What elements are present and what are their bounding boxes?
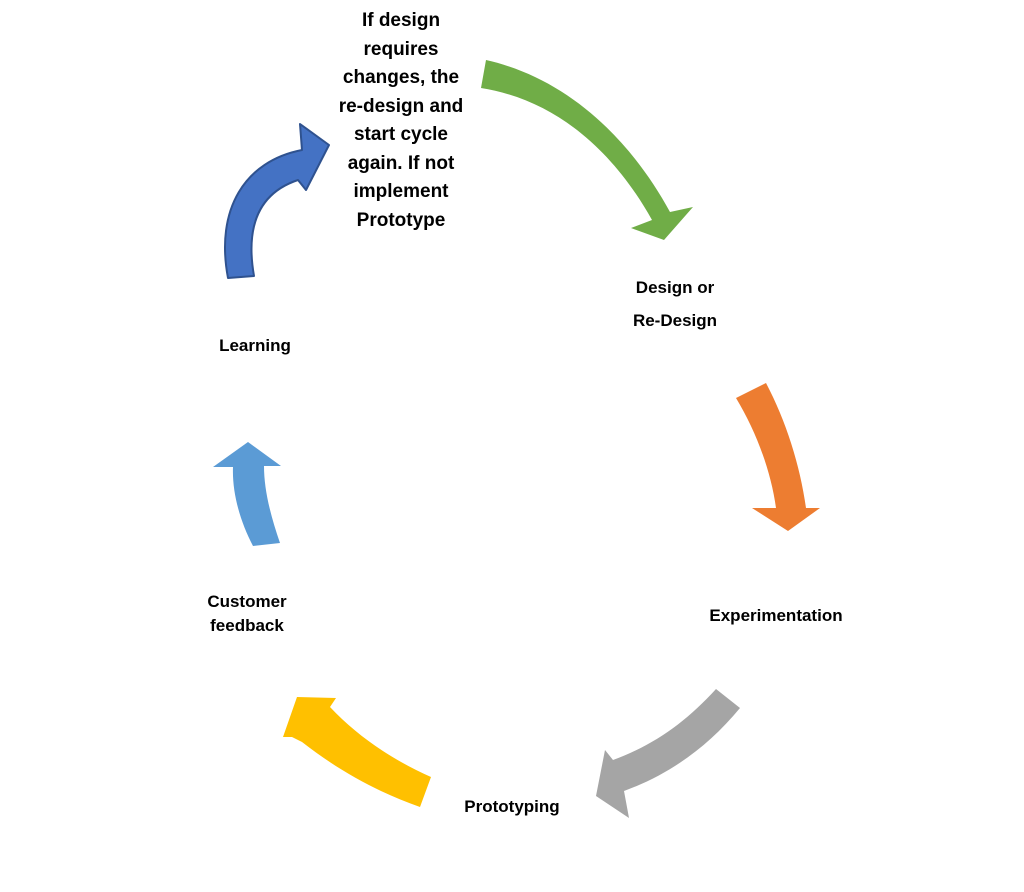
step-label-line: Re-Design bbox=[632, 311, 718, 330]
step-label-line: feedback bbox=[210, 616, 284, 635]
arrow-customer-feedback-to-learning-icon bbox=[213, 442, 281, 546]
step-customer-feedback-label: Customer feedback bbox=[180, 590, 314, 638]
arrow-note-to-design-icon bbox=[481, 60, 693, 240]
step-experimentation-label: Experimentation bbox=[690, 599, 862, 632]
decision-note-line: changes, the bbox=[342, 67, 460, 88]
arrow-prototyping-to-customer-feedback-icon bbox=[283, 697, 431, 807]
step-label-line: Learning bbox=[219, 336, 291, 355]
decision-note-line: Prototype bbox=[356, 209, 446, 231]
step-label-line: Prototyping bbox=[464, 797, 560, 816]
step-label-line: Design or bbox=[635, 278, 715, 297]
arrow-design-to-experimentation-icon bbox=[736, 383, 820, 531]
step-label-line: Experimentation bbox=[709, 606, 843, 625]
decision-note-line: again. If not bbox=[347, 152, 455, 174]
decision-note-line: implement bbox=[353, 181, 449, 202]
arrow-learning-to-note-icon bbox=[224, 123, 330, 279]
step-design-label: Design or Re-Design bbox=[600, 271, 750, 337]
decision-note-line: requires bbox=[363, 38, 439, 60]
decision-note-line: start cycle bbox=[353, 124, 448, 145]
decision-note-line: re-design and bbox=[338, 95, 464, 117]
decision-note-line: If design bbox=[361, 10, 441, 31]
step-prototyping-label: Prototyping bbox=[440, 790, 584, 823]
step-label-line: Customer bbox=[207, 592, 287, 611]
decision-note: If design requires changes, the re-desig… bbox=[334, 7, 468, 235]
step-learning-label: Learning bbox=[200, 329, 310, 362]
arrow-experimentation-to-prototyping-icon bbox=[596, 689, 740, 818]
